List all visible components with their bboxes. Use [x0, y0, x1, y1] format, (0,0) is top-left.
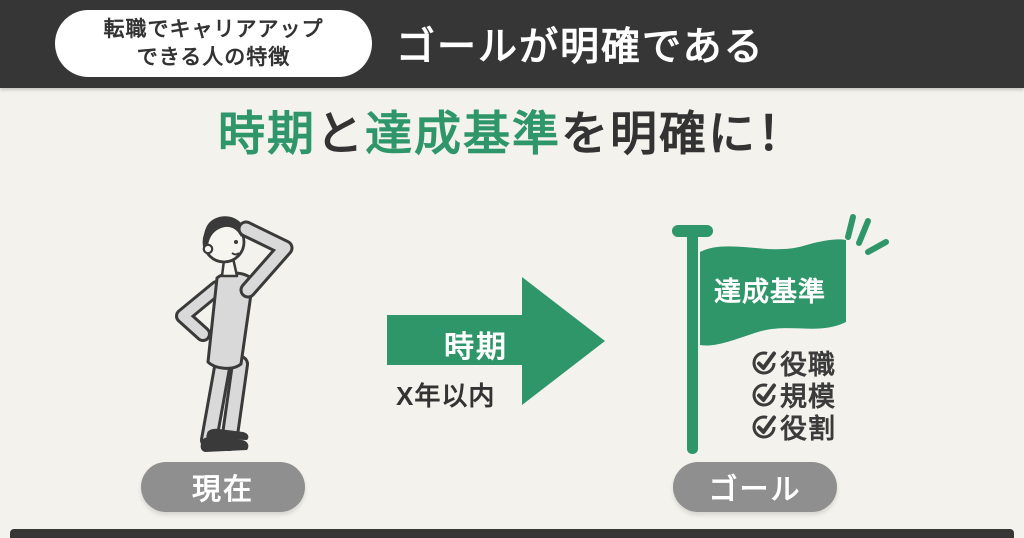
- list-item: 役割: [751, 411, 836, 444]
- header-badge-line2: できる人の特徴: [136, 45, 291, 69]
- headline-keyword-timing: 時期: [218, 107, 316, 160]
- criteria-checklist: 役職 規模 役割: [751, 347, 836, 444]
- arrow-caption: X年以内: [396, 381, 496, 411]
- arrow-label: 時期: [444, 331, 508, 364]
- check-item-label: 規模: [780, 381, 836, 412]
- footer-bar: [10, 529, 1014, 538]
- header-bar: 転職でキャリアアップ できる人の特徴 ゴールが明確である: [0, 0, 1024, 88]
- flag-pole: [687, 231, 698, 454]
- flag-icon: [700, 239, 846, 346]
- headline-tail: を明確に！: [561, 107, 806, 160]
- header-badge: 転職でキャリアアップ できる人の特徴: [55, 10, 372, 77]
- check-circle-icon: [752, 383, 776, 406]
- current-marker-pill: 現在: [141, 462, 305, 512]
- header-title: ゴールが明確である: [396, 26, 765, 69]
- flag-banner-label: 達成基準: [714, 277, 826, 307]
- headline-keyword-criteria: 達成基準: [365, 107, 561, 160]
- headline-connector: と: [316, 107, 365, 160]
- check-item-label: 役割: [780, 413, 836, 444]
- sparkle-icon: [845, 214, 889, 255]
- check-item-label: 役職: [780, 349, 836, 380]
- headline: 時期と達成基準を明確に！: [0, 106, 1024, 162]
- timing-arrow-icon: [387, 277, 605, 405]
- person-illustration: [175, 216, 294, 452]
- header-badge-line1: 転職でキャリアアップ: [103, 17, 324, 41]
- list-item: 役職: [751, 347, 836, 380]
- check-circle-icon: [752, 415, 776, 438]
- goal-marker-pill: ゴール: [673, 462, 837, 512]
- list-item: 規模: [751, 379, 836, 412]
- check-circle-icon: [752, 351, 776, 374]
